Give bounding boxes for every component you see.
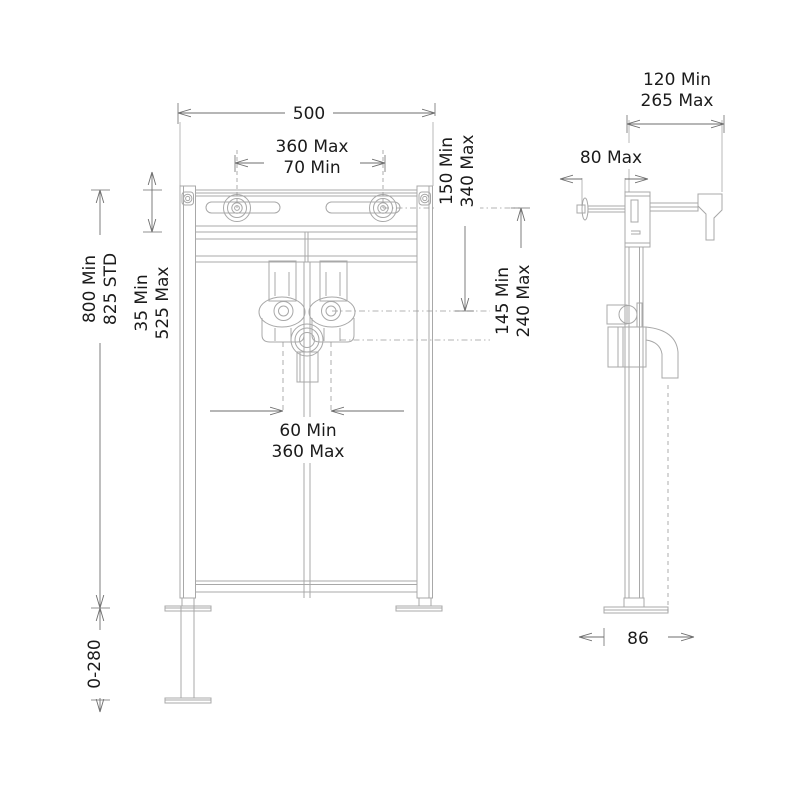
slot-left bbox=[205, 201, 281, 214]
dimension-foot-width: 86 bbox=[579, 622, 694, 649]
slot-right bbox=[325, 201, 401, 214]
left-upright bbox=[179, 185, 196, 599]
side-threaded-stud bbox=[576, 197, 626, 221]
front-view: 500 360 Max 70 Min 150 Min 340 Max 145 bbox=[80, 100, 536, 712]
valve-right bbox=[308, 260, 356, 343]
mid-cross-panel bbox=[195, 231, 418, 263]
side-foot bbox=[603, 597, 669, 614]
dim-stud-projection-label: 80 Max bbox=[580, 148, 642, 168]
dim-overall-height-line2: 825 STD bbox=[101, 253, 121, 325]
dim-mid-offset-line1: 145 Min bbox=[493, 267, 513, 335]
dim-foot-width-label: 86 bbox=[627, 629, 649, 649]
dim-mid-offset-line2: 240 Max bbox=[514, 265, 534, 338]
foot-right bbox=[395, 597, 443, 612]
dimension-top-offset: 150 Min 340 Max bbox=[434, 116, 480, 312]
dim-frame-height-line1: 35 Min bbox=[132, 274, 152, 331]
dim-top-offset-line1: 150 Min bbox=[437, 137, 457, 205]
dim-frame-height-line2: 525 Max bbox=[153, 267, 173, 340]
side-frame-structure bbox=[576, 191, 723, 614]
dim-depth-top-line2: 265 Max bbox=[641, 91, 714, 111]
dimension-stud-projection: 80 Max bbox=[560, 143, 650, 179]
foot-extended-centre bbox=[164, 605, 212, 704]
dim-top-offset-line2: 340 Max bbox=[458, 135, 478, 208]
dimension-depth-top: 120 Min 265 Max bbox=[622, 64, 732, 133]
dim-overall-height-line1: 800 Min bbox=[80, 255, 100, 323]
dim-outlet-spacing-line1: 60 Min bbox=[279, 421, 336, 441]
dimension-bracket-spacing: 360 Max 70 Min bbox=[234, 133, 386, 179]
right-upright bbox=[416, 185, 433, 599]
top-mounting-rail bbox=[195, 189, 418, 233]
corner-eyelets bbox=[181, 191, 431, 206]
side-upright bbox=[624, 246, 644, 599]
dim-depth-top-line1: 120 Min bbox=[643, 70, 711, 90]
side-trap-detail bbox=[606, 302, 679, 379]
dim-overall-width-label: 500 bbox=[293, 104, 325, 124]
central-waste-outlet bbox=[290, 323, 324, 383]
dim-outlet-spacing-line2: 360 Max bbox=[272, 442, 345, 462]
side-outlet-arm bbox=[649, 193, 723, 241]
lower-cross-rail bbox=[195, 580, 418, 593]
valve-assembly bbox=[258, 260, 356, 383]
dim-bracket-spacing-line1: 360 Max bbox=[276, 137, 349, 157]
dim-bracket-spacing-line2: 70 Min bbox=[283, 158, 340, 178]
dimension-overall-height: 800 Min 825 STD bbox=[80, 189, 124, 609]
stud-washer bbox=[581, 197, 589, 221]
valve-left bbox=[258, 260, 306, 343]
dimension-foot-adjust: 0-280 bbox=[84, 608, 116, 712]
dimension-mid-offset: 145 Min 240 Max bbox=[490, 207, 536, 354]
dimension-outlet-spacing: 60 Min 360 Max bbox=[210, 411, 404, 463]
dimension-overall-width: 500 bbox=[177, 100, 436, 124]
side-view: 120 Min 265 Max 80 Max 86 bbox=[560, 64, 732, 649]
dimension-frame-height: 35 Min 525 Max bbox=[132, 172, 176, 353]
dim-foot-adjust-label: 0-280 bbox=[85, 639, 105, 688]
foot-left bbox=[164, 597, 212, 612]
